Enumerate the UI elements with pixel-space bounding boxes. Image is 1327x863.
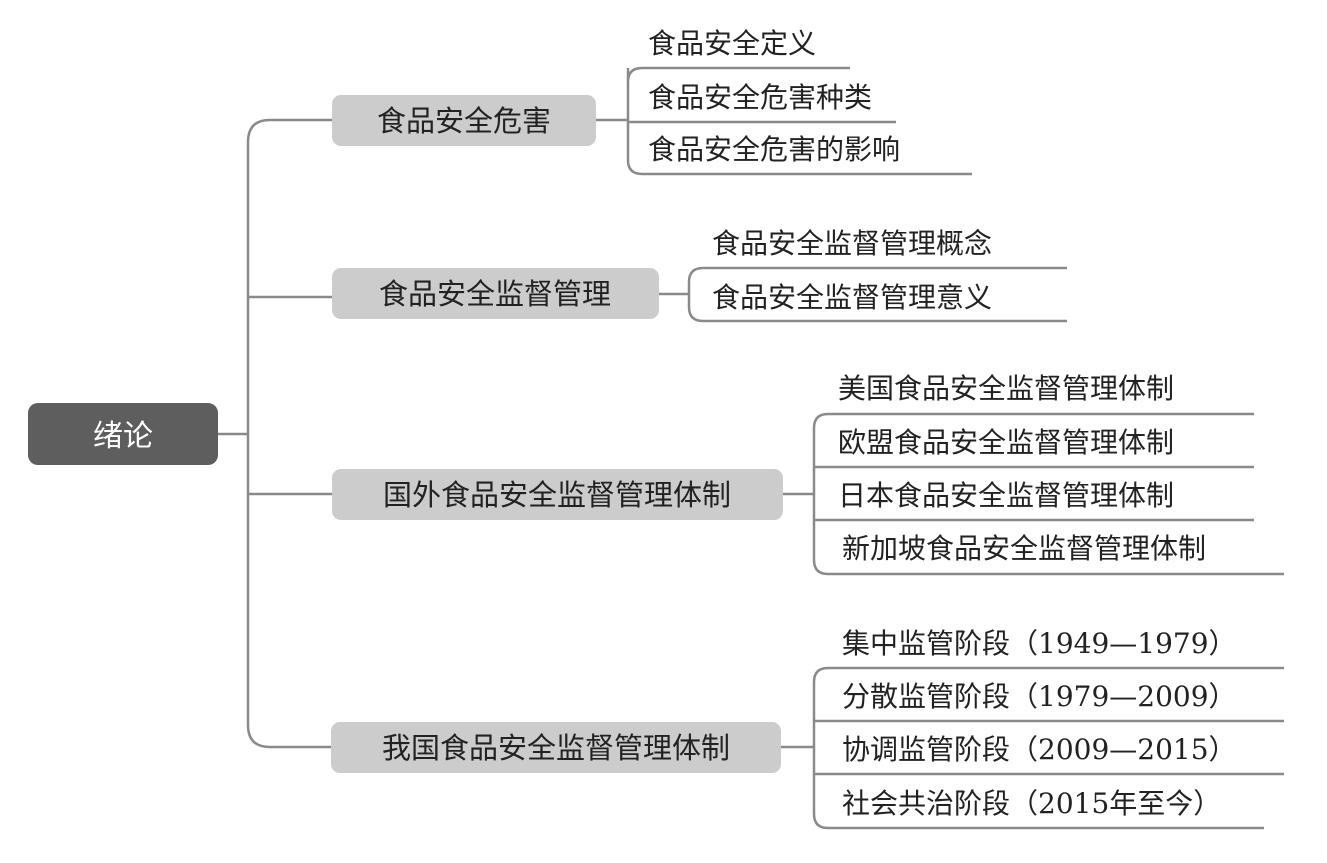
root-node: 绪论 xyxy=(28,403,218,465)
leaf-item: 食品安全危害的影响 xyxy=(648,133,900,166)
branch-1-connector xyxy=(659,266,1067,323)
leaf-item: 社会共治阶段（2015年至今） xyxy=(842,787,1221,820)
leaf-item: 日本食品安全监督管理体制 xyxy=(838,479,1174,512)
branch-node-foreign-systems: 国外食品安全监督管理体制 xyxy=(332,469,783,520)
root-label: 绪论 xyxy=(93,419,153,454)
branch-label: 食品安全监督管理 xyxy=(379,277,611,311)
branch-label: 食品安全危害 xyxy=(377,104,551,138)
branch-label: 我国食品安全监督管理体制 xyxy=(382,731,730,765)
branch-node-china-system: 我国食品安全监督管理体制 xyxy=(331,722,781,773)
leaf-item: 美国食品安全监督管理体制 xyxy=(838,372,1174,405)
branch-0-connector xyxy=(596,66,972,176)
leaf-item: 食品安全监督管理概念 xyxy=(712,227,992,260)
branch-node-hazard: 食品安全危害 xyxy=(332,95,596,146)
leaf-item: 食品安全危害种类 xyxy=(648,81,872,114)
branch-3-connector xyxy=(781,666,1284,830)
branch-node-supervision: 食品安全监督管理 xyxy=(332,268,659,319)
trunk-connector xyxy=(218,118,332,749)
branch-2-connector xyxy=(783,412,1284,576)
leaf-item: 食品安全定义 xyxy=(648,27,816,60)
leaf-item: 协调监管阶段（2009—2015） xyxy=(842,733,1237,766)
branch-label: 国外食品安全监督管理体制 xyxy=(383,478,731,512)
leaf-item: 食品安全监督管理意义 xyxy=(712,281,992,314)
leaf-item: 欧盟食品安全监督管理体制 xyxy=(838,426,1174,459)
leaf-item: 分散监管阶段（1979—2009） xyxy=(842,680,1237,713)
leaf-item: 新加坡食品安全监督管理体制 xyxy=(842,532,1206,565)
leaf-item: 集中监管阶段（1949—1979） xyxy=(842,627,1237,660)
